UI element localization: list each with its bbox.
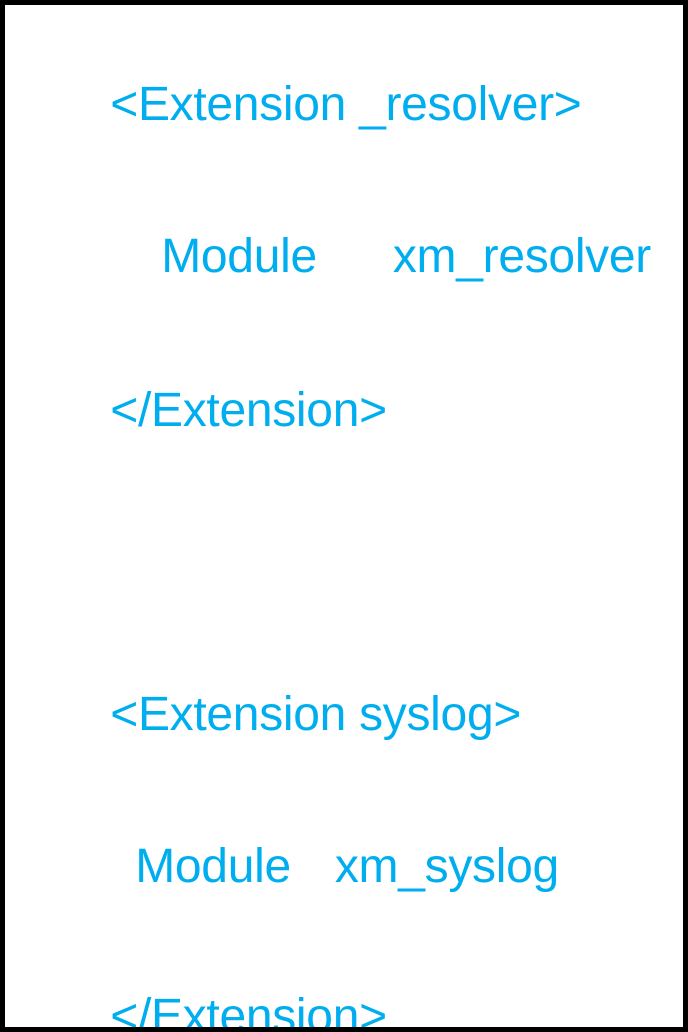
extension-close-tag-syslog: </Extension> <box>110 990 387 1032</box>
module-keyword-syslog: Module <box>135 840 291 893</box>
extension-close-tag-resolver: </Extension> <box>110 384 387 437</box>
extension-open-tag-resolver: <Extension _resolver> <box>110 78 582 131</box>
code-line-module-syslog: Module xm_syslog <box>57 795 559 939</box>
module-value-xm-resolver: xm_resolver <box>392 230 651 283</box>
extension-open-tag-syslog: <Extension syslog> <box>110 688 522 741</box>
code-line-extension-open-resolver: <Extension _resolver> <box>32 33 582 177</box>
code-line-extension-close-syslog: </Extension> <box>32 945 387 1032</box>
module-keyword-resolver: Module <box>161 230 317 283</box>
module-value-xm-syslog: xm_syslog <box>334 840 559 893</box>
code-line-module-resolver: Module xm_resolver <box>83 185 651 329</box>
code-line-extension-open-syslog: <Extension syslog> <box>32 643 521 787</box>
code-line-extension-close-resolver: </Extension> <box>32 339 387 483</box>
